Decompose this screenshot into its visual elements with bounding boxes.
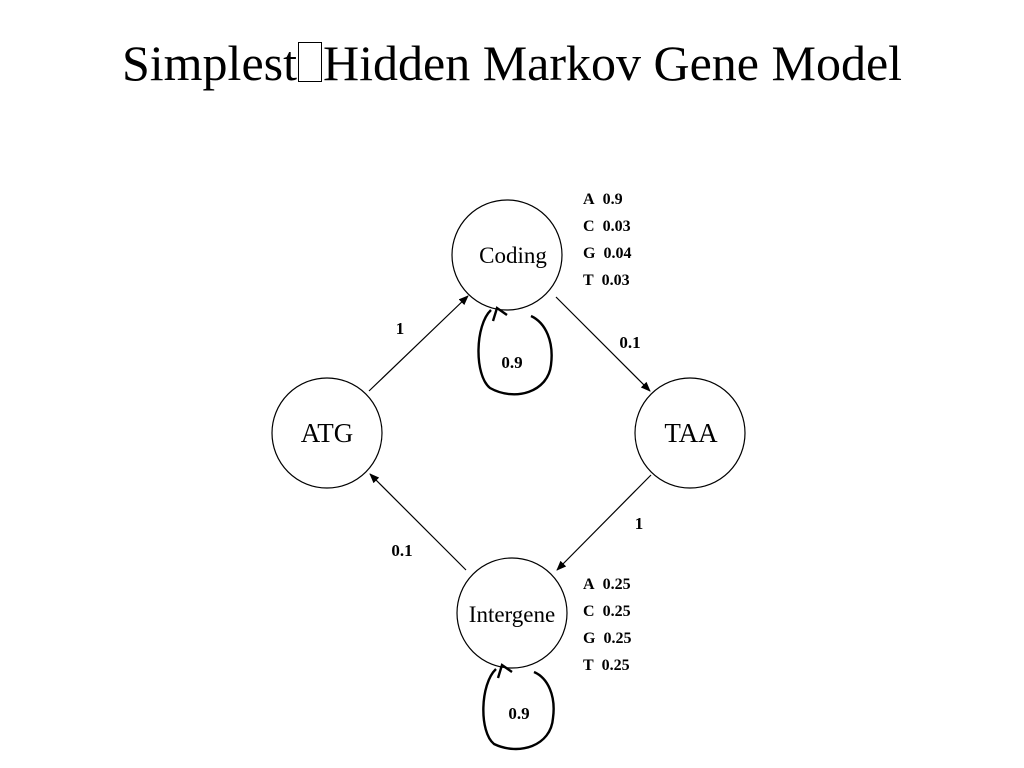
intergene-state-node	[456, 557, 568, 669]
emission-base: G	[583, 630, 596, 647]
intergene-emission-row: G 0.25	[583, 630, 631, 647]
intergene-emission-row: C 0.25	[583, 603, 631, 620]
intergene-emission-table: A 0.25 C 0.25 G 0.25 T 0.25	[583, 576, 631, 674]
coding-state-label: Coding	[479, 243, 547, 268]
coding-emission-row: C 0.03	[583, 218, 631, 235]
intergene-to-atg-arrow	[369, 473, 467, 571]
emission-prob: 0.9	[603, 191, 623, 208]
emission-prob: 0.25	[602, 657, 630, 674]
coding-to-taa-arrow	[555, 296, 651, 392]
intergene-to-atg-prob: 0.1	[391, 541, 412, 560]
coding-emission-row: G 0.04	[583, 245, 631, 262]
taa-to-intergene-prob: 1	[635, 514, 644, 533]
emission-base: C	[583, 218, 595, 235]
taa-state-node	[634, 377, 746, 489]
emission-base: T	[583, 657, 594, 674]
coding-emission-row: T 0.03	[583, 272, 630, 289]
emission-prob: 0.25	[603, 576, 631, 593]
atg-to-coding-prob: 1	[396, 319, 405, 338]
coding-self-prob: 0.9	[501, 353, 522, 372]
emission-base: G	[583, 245, 596, 262]
intergene-self-loop	[482, 668, 555, 751]
emission-base: A	[583, 191, 595, 208]
slide-title: Simplest Hidden Markov Gene Model	[0, 30, 1024, 96]
coding-emission-row: A 0.9	[583, 191, 623, 208]
emission-base: A	[583, 576, 595, 593]
taa-to-intergene-arrow	[556, 474, 652, 571]
emission-base: C	[583, 603, 595, 620]
emission-base: T	[583, 272, 594, 289]
coding-self-loop	[477, 309, 553, 396]
taa-state-label: TAA	[664, 418, 718, 448]
emission-prob: 0.04	[603, 245, 631, 262]
emission-prob: 0.03	[602, 272, 630, 289]
coding-self-loop-arrowhead	[491, 306, 508, 322]
coding-emission-table: A 0.9 C 0.03 G 0.04 T 0.03	[583, 191, 631, 289]
emission-prob: 0.03	[603, 218, 631, 235]
intergene-emission-row: T 0.25	[583, 657, 630, 674]
intergene-self-prob: 0.9	[508, 704, 529, 723]
emission-prob: 0.25	[603, 603, 631, 620]
intergene-emission-row: A 0.25	[583, 576, 631, 593]
title-part-2: Hidden Markov Gene Model	[323, 35, 903, 91]
atg-state-label: ATG	[301, 418, 354, 448]
atg-to-coding-arrow	[368, 295, 469, 392]
atg-state-node	[271, 377, 383, 489]
intergene-state-label: Intergene	[469, 602, 555, 627]
coding-state-node	[451, 199, 563, 311]
intergene-self-loop-arrowhead	[496, 663, 513, 679]
coding-to-taa-prob: 0.1	[619, 333, 640, 352]
missing-glyph-box	[298, 42, 322, 82]
title-part-1: Simplest	[121, 35, 297, 91]
emission-prob: 0.25	[603, 630, 631, 647]
